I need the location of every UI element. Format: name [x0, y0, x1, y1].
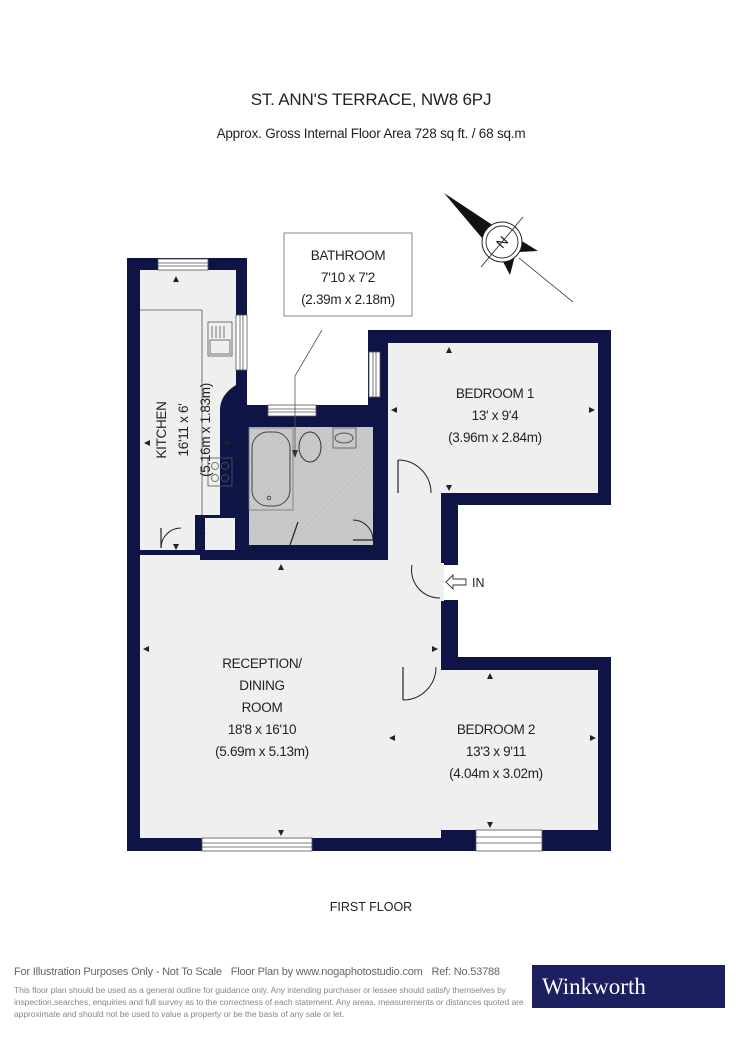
- disclaimer: This floor plan should be used as a gene…: [14, 985, 524, 1019]
- reception-name-2: DINING: [239, 678, 284, 693]
- reception-name-1: RECEPTION/: [222, 656, 302, 671]
- scale-note: For Illustration Purposes Only - Not To …: [14, 966, 222, 978]
- windows: [157, 258, 543, 852]
- floors: [140, 270, 598, 838]
- bathroom-metric: (2.39m x 2.18m): [301, 292, 395, 307]
- bathroom-name: BATHROOM: [311, 248, 386, 263]
- bedroom2-metric: (4.04m x 3.02m): [449, 766, 543, 781]
- kitchen-fittings: [140, 309, 233, 515]
- north-arrow-icon: N: [444, 193, 574, 303]
- bedroom2-name: BEDROOM 2: [457, 722, 535, 737]
- reception-imperial: 18'8 x 16'10: [228, 722, 296, 737]
- property-title: ST. ANN'S TERRACE, NW8 6PJ: [250, 90, 492, 109]
- bedroom1-name: BEDROOM 1: [456, 386, 534, 401]
- entrance-arrow-icon: [445, 573, 467, 591]
- bedroom1-metric: (3.96m x 2.84m): [448, 430, 542, 445]
- kitchen-imperial: 16'11 x 6': [176, 404, 191, 457]
- measurement-markers: [143, 276, 596, 836]
- credit: Floor Plan by www.nogaphotostudio.com: [230, 966, 423, 978]
- floor-label: FIRST FLOOR: [329, 900, 413, 914]
- reception-metric: (5.69m x 5.13m): [215, 744, 309, 759]
- footer-notes: For Illustration Purposes Only - Not To …: [14, 966, 506, 978]
- bathroom-callout: [283, 232, 413, 317]
- bedroom2-imperial: 13'3 x 9'11: [466, 744, 526, 759]
- reference: Ref: No.53788: [431, 966, 501, 978]
- bathroom-area: [248, 427, 374, 546]
- bathroom-imperial: 7'10 x 7'2: [321, 270, 375, 285]
- entrance-label: IN: [472, 576, 485, 590]
- bedroom1-imperial: 13' x 9'4: [472, 408, 520, 423]
- agency-logo: Winkworth: [532, 965, 725, 1008]
- kitchen-metric: (5.16m x 1.83m): [198, 383, 213, 477]
- reception-name-3: ROOM: [242, 700, 283, 715]
- kitchen-name: KITCHEN: [154, 401, 169, 458]
- floor-area: Approx. Gross Internal Floor Area 728 sq…: [216, 126, 526, 141]
